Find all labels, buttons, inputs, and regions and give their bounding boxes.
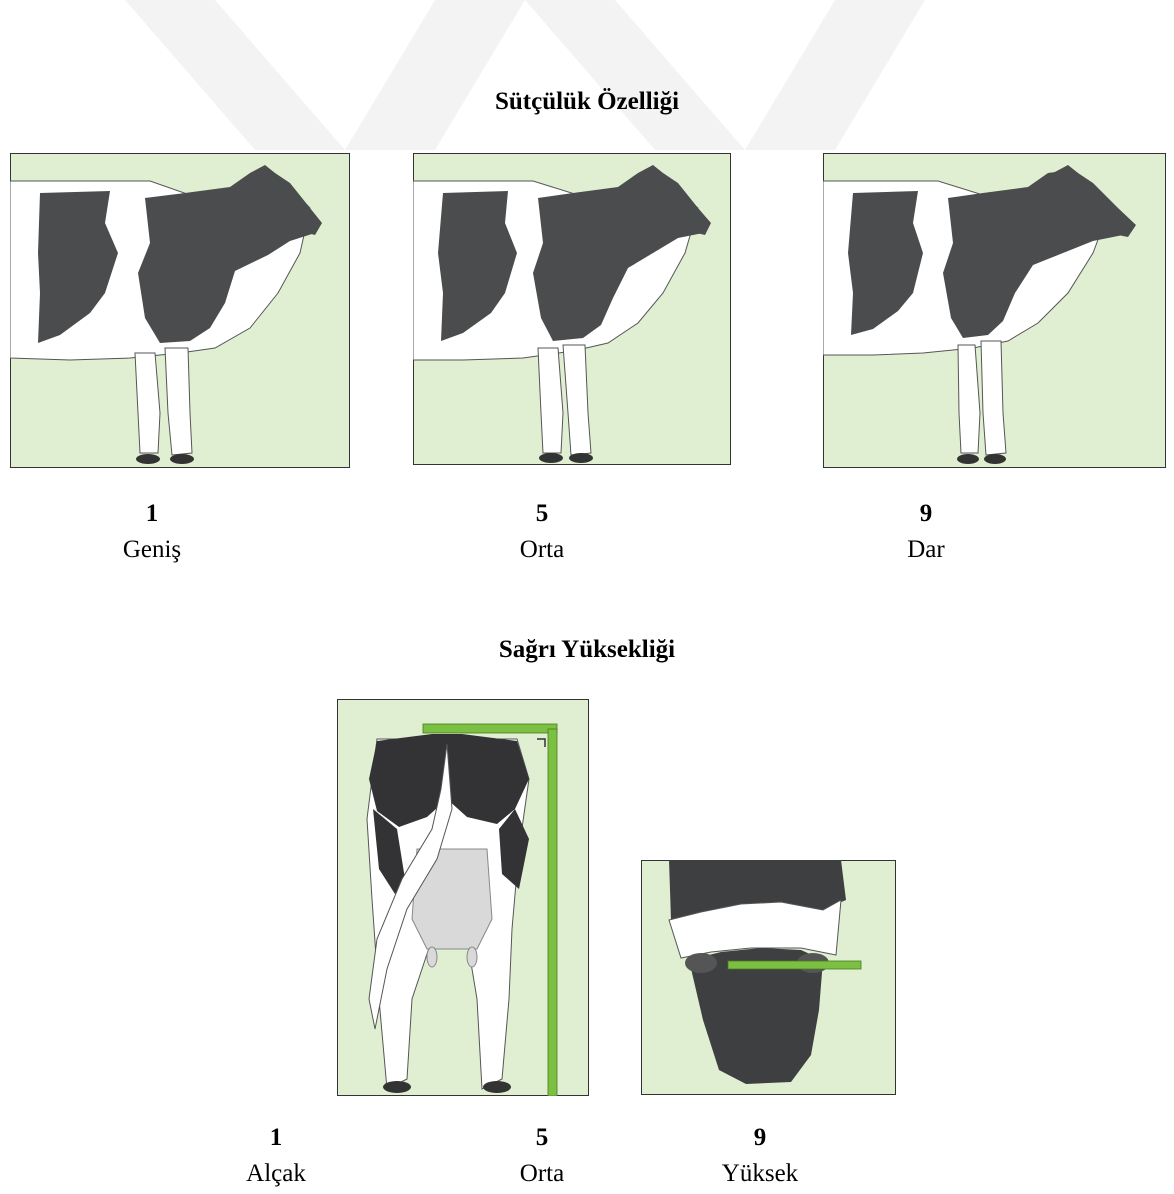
cow-side-panel-5 <box>413 153 731 465</box>
score-9: 9 <box>700 1124 820 1152</box>
section-title-rump-height: Sağrı Yüksekliği <box>0 636 1174 664</box>
cow-rear-panel <box>337 699 589 1096</box>
score-1: 1 <box>92 500 212 528</box>
cow-side-view-icon <box>10 153 350 468</box>
rump-closeup-panel <box>641 860 896 1095</box>
score-5: 5 <box>482 1124 602 1152</box>
score-9: 9 <box>866 500 986 528</box>
cow-side-view-icon <box>413 153 731 465</box>
cow-side-view-icon <box>823 153 1166 468</box>
measuring-stick-icon <box>728 961 861 969</box>
rump-closeup-icon <box>641 860 896 1095</box>
score-label-1: Geniş <box>72 536 232 564</box>
score-label-1: Alçak <box>196 1160 356 1188</box>
score-label-5: Orta <box>462 1160 622 1188</box>
cow-side-panel-9 <box>823 153 1166 468</box>
score-label-9: Yüksek <box>680 1160 840 1188</box>
cow-rear-view-icon <box>337 699 589 1096</box>
score-1: 1 <box>216 1124 336 1152</box>
cow-side-panel-1 <box>10 153 350 468</box>
watermark-chevrons <box>0 0 1174 150</box>
section-title-dairy-character: Sütçülük Özelliği <box>0 88 1174 116</box>
measuring-stick-icon <box>423 724 557 733</box>
score-5: 5 <box>482 500 602 528</box>
score-label-5: Orta <box>462 536 622 564</box>
score-label-9: Dar <box>846 536 1006 564</box>
